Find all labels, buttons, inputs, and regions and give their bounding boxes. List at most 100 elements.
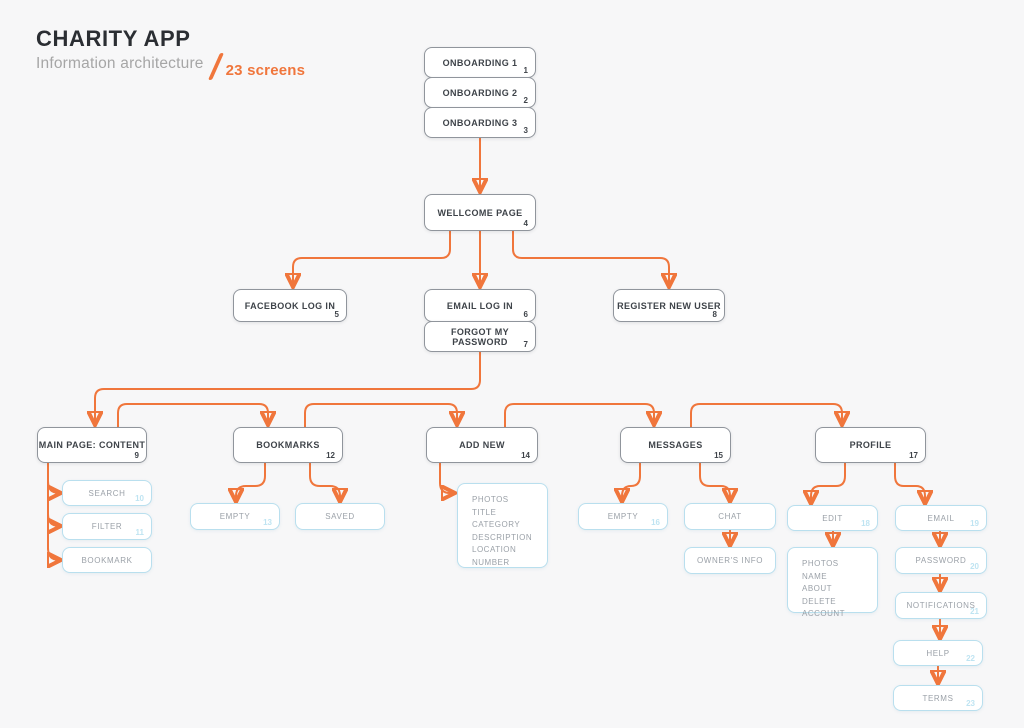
node-chat: CHAT xyxy=(684,503,776,530)
form-item: CATEGORY xyxy=(472,520,521,529)
node-saved: SAVED xyxy=(295,503,385,530)
node-onboarding-3: ONBOARDING 3 3 xyxy=(424,107,536,138)
form-item: ABOUT xyxy=(802,584,833,593)
node-number: 5 xyxy=(334,310,339,319)
node-label: BOOKMARKS xyxy=(256,440,320,450)
node-notifications: NOTIFICATIONS 21 xyxy=(895,592,987,619)
connector-messages-chat xyxy=(699,462,730,500)
node-password: PASSWORD 20 xyxy=(895,547,987,574)
node-number: 23 xyxy=(966,699,975,708)
node-label: MESSAGES xyxy=(648,440,703,450)
node-number: 3 xyxy=(523,126,528,135)
form-item: NUMBER xyxy=(472,557,510,567)
node-label: SAVED xyxy=(325,512,355,521)
node-number: 15 xyxy=(714,451,723,460)
node-number: 11 xyxy=(135,528,144,537)
node-number: 2 xyxy=(523,96,528,105)
node-search: SEARCH 10 xyxy=(62,480,152,506)
screens-count: 23 screens xyxy=(225,62,306,79)
node-number: 18 xyxy=(861,519,870,528)
connector-messages-empty xyxy=(622,462,641,500)
connector-addnew-messages xyxy=(504,403,654,428)
node-onboarding-1: ONBOARDING 1 1 xyxy=(424,47,536,78)
node-bookmarks-empty: EMPTY 13 xyxy=(190,503,280,530)
node-label: ONBOARDING 2 xyxy=(442,87,518,98)
node-terms: TERMS 23 xyxy=(893,685,983,711)
connector-stem-bookmark xyxy=(48,547,59,560)
node-label: TERMS xyxy=(922,693,954,703)
form-item: PHOTOS xyxy=(802,559,839,568)
node-onboarding-2: ONBOARDING 2 2 xyxy=(424,77,536,108)
node-label: PROFILE xyxy=(849,440,892,450)
subtitle-row: Information architecture 23 screens xyxy=(36,53,306,80)
node-wellcome-page: WELLCOME PAGE 4 xyxy=(424,194,536,231)
node-label: FACEBOOK LOG IN xyxy=(244,300,336,311)
node-messages: MESSAGES 15 xyxy=(620,427,731,463)
node-label: MAIN PAGE: CONTENT xyxy=(38,440,146,450)
node-number: 14 xyxy=(521,451,530,460)
node-label: CHAT xyxy=(718,512,742,521)
slash-icon xyxy=(207,53,224,80)
node-number: 12 xyxy=(326,451,335,460)
node-label: EMPTY xyxy=(607,512,639,521)
connector-stem-filter xyxy=(48,513,59,526)
node-label: HELP xyxy=(926,648,950,658)
node-label: EMPTY xyxy=(219,512,251,521)
form-item: NAME xyxy=(802,571,828,581)
node-label: EMAIL LOG IN xyxy=(446,300,514,311)
node-label: EMAIL xyxy=(927,513,955,523)
node-number: 17 xyxy=(909,451,918,460)
connector-bookmarks-saved xyxy=(309,462,340,500)
node-label: ONBOARDING 3 xyxy=(442,117,518,128)
node-number: 19 xyxy=(970,519,979,528)
node-facebook-log-in: FACEBOOK LOG IN 5 xyxy=(233,289,347,322)
node-label: SEARCH xyxy=(88,488,126,498)
node-number: 9 xyxy=(134,451,139,460)
node-number: 8 xyxy=(712,310,717,319)
node-main-page-content: MAIN PAGE: CONTENT 9 xyxy=(37,427,147,463)
node-number: 20 xyxy=(970,562,979,571)
connector-forgot-mainpage xyxy=(95,351,481,423)
connector-profile-email xyxy=(894,462,925,502)
connector-profile-edit xyxy=(811,462,846,502)
node-bookmark: BOOKMARK xyxy=(62,547,152,573)
node-label: ONBOARDING 1 xyxy=(442,57,518,68)
node-label: NOTIFICATIONS xyxy=(906,601,976,610)
node-number: 4 xyxy=(523,219,528,228)
node-number: 6 xyxy=(523,310,528,319)
node-label: WELLCOME PAGE xyxy=(437,207,523,218)
node-number: 16 xyxy=(651,518,660,527)
node-add-new-form: PHOTOS TITLE CATEGORY DESCRIPTION LOCATI… xyxy=(457,483,548,568)
diagram-header: CHARITY APP Information architecture 23 … xyxy=(36,26,305,80)
node-label: ADD NEW xyxy=(459,440,505,450)
node-email: EMAIL 19 xyxy=(895,505,987,531)
connector-messages-profile xyxy=(690,403,842,428)
node-label: REGISTER NEW USER xyxy=(617,300,721,311)
connector-stem-search xyxy=(48,480,59,493)
node-number: 13 xyxy=(263,518,272,527)
node-register-new-user: REGISTER NEW USER 8 xyxy=(613,289,725,322)
node-owners-info: OWNER'S INFO xyxy=(684,547,776,574)
connector-bookmarks-addnew xyxy=(304,403,457,428)
node-label: FILTER xyxy=(91,522,123,531)
form-item: PHOTOS xyxy=(472,495,509,504)
form-item: LOCATION xyxy=(472,545,517,554)
connector-wellcome-register xyxy=(512,230,669,285)
node-number: 22 xyxy=(966,654,975,663)
page-title: CHARITY APP xyxy=(36,26,191,51)
node-forgot-my-password: FORGOT MY PASSWORD 7 xyxy=(424,321,536,352)
node-filter: FILTER 11 xyxy=(62,513,152,540)
connector-wellcome-facebook xyxy=(293,230,451,285)
node-help: HELP 22 xyxy=(893,640,983,666)
form-item: TITLE xyxy=(472,507,497,517)
node-edit-form: PHOTOS NAME ABOUT DELETE ACCOUNT xyxy=(787,547,878,618)
node-bookmarks: BOOKMARKS 12 xyxy=(233,427,343,463)
node-number: 10 xyxy=(135,494,144,503)
connector-addnew-form xyxy=(439,462,453,493)
node-label: FORGOT MY PASSWORD xyxy=(450,326,510,347)
connector-bookmarks-empty xyxy=(236,462,266,500)
node-label: OWNER'S INFO xyxy=(696,556,764,565)
node-edit: EDIT 18 xyxy=(787,505,878,531)
node-number: 1 xyxy=(523,66,528,75)
